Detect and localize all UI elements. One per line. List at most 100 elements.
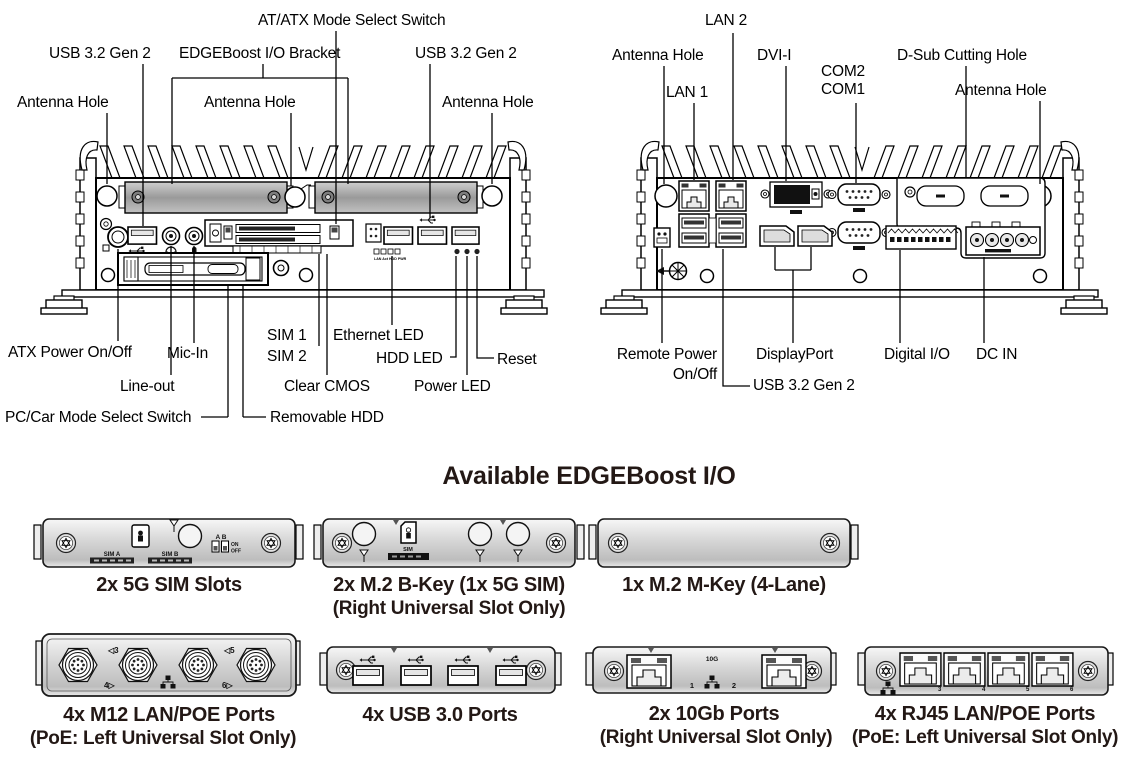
label-antenna-right: Antenna Hole	[442, 94, 534, 111]
dvi-port	[760, 181, 833, 214]
heatsink-fins	[661, 145, 1063, 179]
m12-label-6: 6▷	[222, 681, 233, 690]
m12-label-5: ◁5	[223, 646, 235, 655]
com1-port	[827, 221, 891, 250]
label-mic-in: Mic-In	[167, 345, 208, 362]
speed-tag: 10G	[706, 656, 718, 663]
edgeboost-bracket-plates	[118, 181, 484, 214]
usb-port-right-3	[451, 226, 480, 245]
front-panel-drawing: LAN Act HDD PWR	[40, 140, 548, 315]
front-ports: LAN Act HDD PWR	[99, 215, 480, 286]
sim-switch-module	[204, 219, 354, 254]
port-5-label: 5	[1026, 687, 1030, 693]
port-4-label: 4	[982, 687, 986, 693]
displayport-1	[759, 225, 795, 247]
antenna-hole-left	[654, 184, 678, 208]
digital-io-terminal	[885, 225, 959, 250]
sim-label: SIM	[403, 547, 413, 553]
status-led-strip: LAN Act HDD PWR	[373, 248, 407, 261]
removable-hdd-tray	[117, 252, 269, 286]
module-2x-5g-sim: A B ON OFF SIM A SIM B	[33, 518, 304, 568]
label-antenna-left: Antenna Hole	[17, 94, 109, 111]
antenna-hole-mid	[284, 186, 306, 208]
label-at-atx-switch: AT/ATX Mode Select Switch	[258, 12, 446, 29]
label-antenna-mid: Antenna Hole	[204, 94, 296, 111]
usb-port-right-1	[383, 226, 414, 245]
caption-m3: 1x M.2 M-Key (4-Lane)	[622, 574, 826, 596]
label-dvi: DVI-I	[757, 47, 792, 64]
label-remote-power-2: On/Off	[672, 366, 717, 383]
label-displayport: DisplayPort	[756, 346, 834, 363]
dip-label: A B	[216, 534, 227, 541]
label-com2: COM2	[821, 63, 865, 80]
rear-base	[621, 289, 1099, 298]
label-antenna-left-r: Antenna Hole	[612, 47, 704, 64]
port-1-label: 1	[690, 681, 694, 690]
dc-in-terminal	[965, 221, 1041, 256]
label-digital-io: Digital I/O	[884, 346, 950, 363]
remote-power-switch	[653, 227, 671, 248]
caption-m7-sub: (PoE: Left Universal Slot Only)	[851, 727, 1119, 748]
caption-m4: 4x M12 LAN/POE Ports	[63, 704, 275, 726]
label-dsub-cutting: D-Sub Cutting Hole	[897, 47, 1027, 64]
label-sim2: SIM 2	[267, 348, 307, 365]
mount-foot	[40, 295, 88, 315]
callout-lines	[106, 31, 1041, 418]
displayport-2	[797, 225, 833, 247]
label-line-out: Line-out	[120, 378, 175, 395]
mic-in-jack	[184, 226, 204, 246]
module-m12-lan: ◁3 4▷ ◁5 6▷	[35, 633, 301, 697]
mount-foot	[1060, 295, 1108, 315]
chassis-sides	[75, 140, 531, 291]
mount-foot	[500, 295, 548, 315]
lan2-port	[715, 180, 747, 212]
caption-m7: 4x RJ45 LAN/POE Ports	[874, 703, 1096, 725]
label-antenna-right-r: Antenna Hole	[955, 82, 1047, 99]
label-lan1: LAN 1	[666, 84, 709, 101]
module-rj45-lan: 3 4 5 6	[857, 646, 1114, 696]
label-reset: Reset	[497, 351, 537, 368]
sim-a-label: SIM A	[104, 552, 121, 558]
label-clear-cmos: Clear CMOS	[284, 378, 370, 395]
usb-port-left	[127, 226, 158, 245]
label-power-led: Power LED	[414, 378, 491, 395]
label-pc-car-switch: PC/Car Mode Select Switch	[5, 409, 192, 426]
label-removable-hdd: Removable HDD	[270, 409, 384, 426]
module-10gb: 10G 1 2	[585, 646, 837, 694]
rear-panel-drawing	[600, 140, 1108, 315]
heatsink-fins	[99, 145, 507, 179]
hdd-led	[454, 248, 460, 255]
module-usb3	[319, 646, 562, 694]
antenna-hole-left	[96, 185, 118, 207]
dip-off: OFF	[231, 549, 241, 555]
com2-port	[827, 183, 891, 212]
usb32-stack-2	[715, 213, 747, 248]
label-usb-left: USB 3.2 Gen 2	[49, 45, 151, 62]
label-dc-in: DC IN	[976, 346, 1018, 363]
label-atx-power: ATX Power On/Off	[8, 344, 132, 361]
port-3-label: 3	[938, 687, 942, 693]
sim-b-label: SIM B	[162, 552, 179, 558]
module-m2-bkey: SIM	[313, 518, 585, 568]
label-hdd-led: HDD LED	[376, 350, 443, 367]
m12-label-4: 4▷	[104, 681, 115, 690]
caption-m1: 2x 5G SIM Slots	[96, 574, 242, 596]
reset-pinhole	[474, 248, 480, 255]
mount-foot	[600, 295, 648, 315]
label-usb-rear: USB 3.2 Gen 2	[753, 377, 855, 394]
antenna-hole-right	[481, 185, 503, 207]
10g-port-2	[761, 654, 807, 689]
port-6-label: 6	[1070, 687, 1074, 693]
label-edgeboost-bracket: EDGEBoost I/O Bracket	[179, 45, 341, 62]
front-base	[61, 289, 545, 298]
usb32-stack-1	[678, 213, 710, 248]
dsub-hole-1	[916, 185, 965, 207]
caption-m6: 2x 10Gb Ports	[648, 703, 780, 725]
chassis-sides	[636, 140, 1084, 291]
power-led	[464, 248, 470, 255]
lan1-port	[678, 180, 710, 212]
label-com1: COM1	[821, 81, 865, 98]
caption-m6-sub: (Right Universal Slot Only)	[599, 727, 833, 748]
